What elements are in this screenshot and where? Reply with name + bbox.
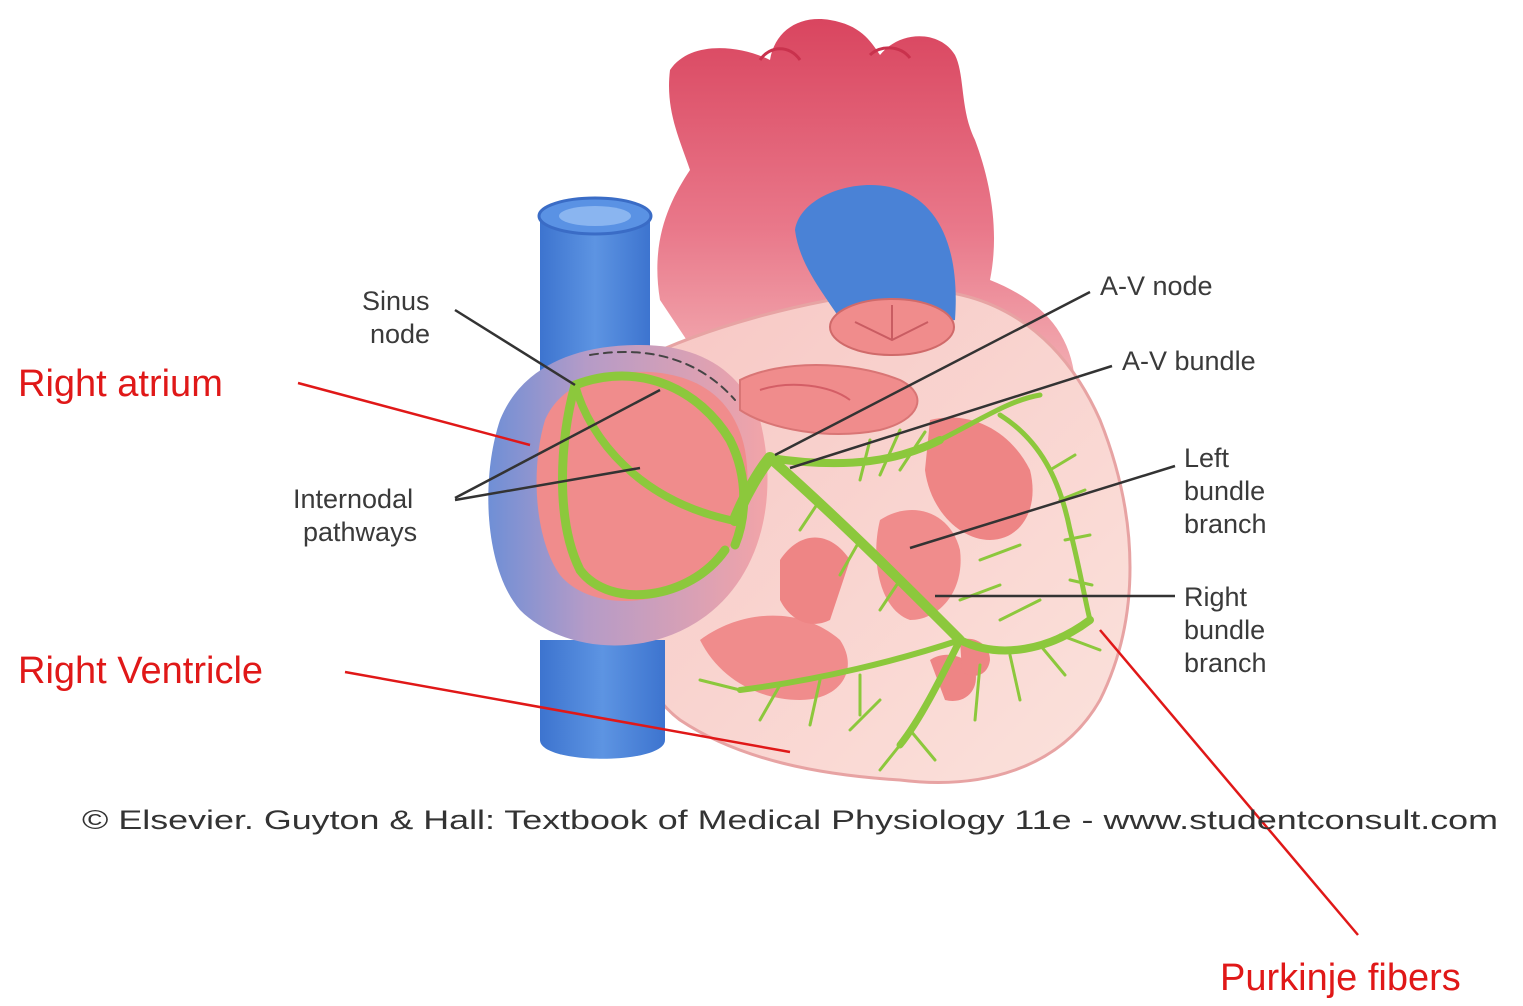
sinus-node-label-line1: Sinus	[362, 286, 430, 316]
left-bundle-branch-label-line1: Left	[1184, 443, 1230, 473]
internodal-pathways-label-line2: pathways	[303, 517, 417, 547]
purkinje-fibers-annotation: Purkinje fibers	[1220, 957, 1461, 999]
right-ventricle-annotation: Right Ventricle	[18, 650, 263, 692]
inferior-vena-cava	[540, 640, 665, 759]
av-node-label: A-V node	[1100, 271, 1213, 301]
left-bundle-branch-label-line3: branch	[1184, 509, 1267, 539]
right-bundle-branch-label-line2: bundle	[1184, 615, 1265, 645]
sinus-node-label-line2: node	[370, 319, 430, 349]
right-bundle-branch-label-line3: branch	[1184, 648, 1267, 678]
source-credit: © Elsevier. Guyton & Hall: Textbook of M…	[82, 805, 1498, 835]
internodal-pathways-label-line1: Internodal	[293, 484, 413, 514]
left-bundle-branch-label-line2: bundle	[1184, 476, 1265, 506]
right-bundle-branch-label-line1: Right	[1184, 582, 1248, 612]
av-bundle-label: A-V bundle	[1122, 346, 1256, 376]
right-atrium-annotation: Right atrium	[18, 363, 223, 405]
